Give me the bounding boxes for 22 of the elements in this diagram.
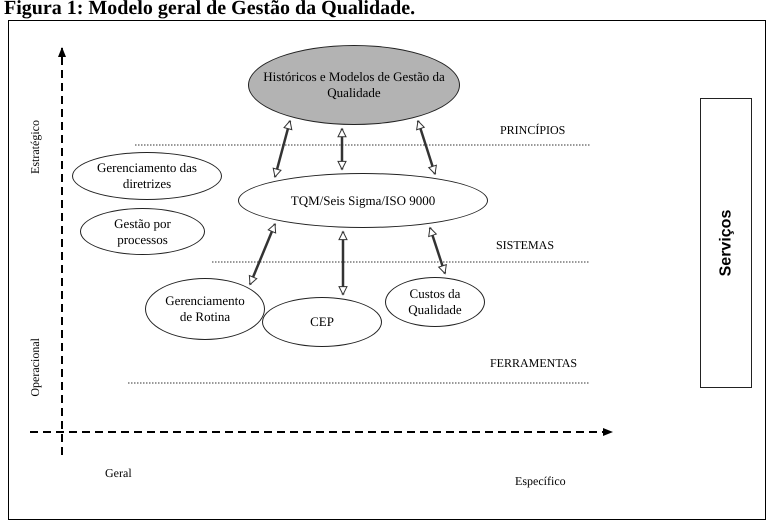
double-arrow [338,231,348,296]
double-arrow [272,120,292,178]
axis-label: Estratégico [28,120,43,174]
process-ellipse: Custos da Qualidade [385,277,485,327]
axis-label: Geral [105,466,132,481]
process-ellipse: Gerenciamento de Rotina [145,278,265,340]
category-box: Serviços [700,98,752,388]
process-ellipse: Gerenciamento das diretrizes [72,152,222,200]
axis-label: Operacional [28,338,43,397]
process-ellipse: CEP [262,297,382,347]
double-arrow [248,224,276,285]
level-label: FERRAMENTAS [490,356,578,371]
double-arrow [416,120,437,175]
history-ellipse: Históricos e Modelos de Gestão da Qualidade [248,45,460,125]
double-arrow [338,128,346,170]
process-ellipse: Gestão por processos [80,208,205,255]
level-label: SISTEMAS [496,238,554,253]
double-arrow [428,227,447,274]
process-ellipse: TQM/Seis Sigma/ISO 9000 [238,173,488,228]
title: Figura 1: Modelo geral de Gestão da Qualidade. [4,0,416,20]
axis-label: Específico [515,474,566,489]
level-label: PRINCÍPIOS [500,123,566,138]
